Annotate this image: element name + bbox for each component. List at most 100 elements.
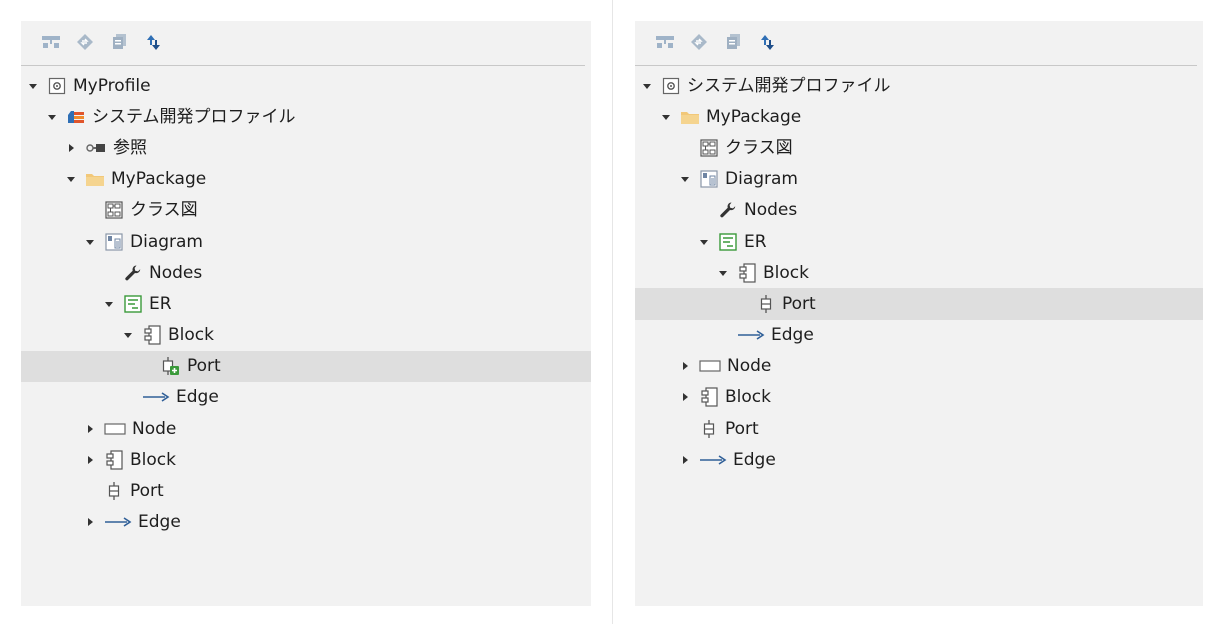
tree-item-nodes[interactable]: Nodes [21,257,591,288]
tree-item-class-diagram[interactable]: クラス図 [635,132,1203,163]
collapse-caret-icon[interactable] [679,360,691,372]
block-icon [104,450,124,470]
tree-item-label: MyProfile [73,75,151,96]
tree-item-label: クラス図 [130,200,198,221]
tree-item-label: Node [132,418,177,439]
tree-item-edge-2[interactable]: Edge [21,507,591,538]
diamond-icon[interactable] [687,30,711,54]
expand-caret-icon[interactable] [103,298,115,310]
block-icon [142,325,162,345]
tree-item-diagram[interactable]: Diagram [635,164,1203,195]
tree-item-port[interactable]: Port [635,288,1203,320]
tree-item-mypackage[interactable]: MyPackage [21,164,591,195]
collapse-caret-icon[interactable] [84,423,96,435]
tree-item-edge[interactable]: Edge [21,382,591,413]
tree-item-reference[interactable]: 参照 [21,132,591,163]
tree-item-node[interactable]: Node [21,413,591,444]
expand-caret-icon[interactable] [122,329,134,341]
expand-caret-icon[interactable] [65,173,77,185]
tree-item-port[interactable]: Port [21,350,591,382]
tree-item-port-2[interactable]: Port [21,475,591,506]
expand-caret-icon[interactable] [679,173,691,185]
tree-item-label: ER [149,293,172,314]
tree-indent-spacer [717,329,729,341]
sync-arrows-icon[interactable] [755,30,779,54]
class-diagram-icon [699,138,719,158]
tree-item-label: Edge [176,387,219,408]
port-icon [756,294,776,314]
stack-icon[interactable] [721,30,745,54]
sync-arrows-icon[interactable] [141,30,165,54]
tree-item-label: 参照 [113,137,147,158]
tree-item-myprofile[interactable]: MyProfile [21,70,591,101]
tree-item-block[interactable]: Block [635,257,1203,288]
tree-indent-spacer [698,204,710,216]
tree-item-label: Node [727,356,772,377]
collapse-caret-icon[interactable] [679,454,691,466]
tree-item-label: Port [725,418,759,439]
collapse-caret-icon[interactable] [65,142,77,154]
edge-arrow-icon [737,325,765,345]
hierarchy-icon[interactable] [39,30,63,54]
tree-indent-spacer [736,298,748,310]
collapse-caret-icon[interactable] [679,391,691,403]
stack-icon[interactable] [107,30,131,54]
expand-caret-icon[interactable] [660,111,672,123]
tree-indent-spacer [679,142,691,154]
port-icon [104,481,124,501]
block-icon [699,387,719,408]
expand-caret-icon[interactable] [46,111,58,123]
left-tree-panel: MyProfile システム開発プロファイル参照 MyPackage クラス図 Diag… [21,21,591,606]
tree-item-edge-2[interactable]: Edge [635,444,1203,475]
tree-item-label: Block [725,387,771,408]
expand-caret-icon[interactable] [641,80,653,92]
edge-arrow-icon [699,450,727,470]
tree-item-label: Block [168,325,214,346]
tree-indent-spacer [679,423,691,435]
expand-caret-icon[interactable] [698,236,710,248]
wrench-icon [718,200,738,220]
folder-icon [680,107,700,127]
diamond-icon[interactable] [73,30,97,54]
expand-caret-icon[interactable] [27,80,39,92]
port-icon [699,419,719,439]
tree-item-er[interactable]: ER [635,226,1203,257]
tree-item-label: Edge [733,449,776,470]
tree-item-diagram[interactable]: Diagram [21,226,591,257]
tree-indent-spacer [141,360,153,372]
tree-item-port-2[interactable]: Port [635,413,1203,444]
tree-item-label: Nodes [744,200,798,221]
tree-indent-spacer [122,391,134,403]
expand-caret-icon[interactable] [717,267,729,279]
edge-arrow-icon [104,512,132,532]
profile-icon [661,76,681,96]
tree-item-label: クラス図 [725,137,793,158]
tree-item-nodes[interactable]: Nodes [635,195,1203,226]
hierarchy-icon[interactable] [653,30,677,54]
block-icon [737,263,757,283]
tree-item-mypackage[interactable]: MyPackage [635,101,1203,132]
expand-caret-icon[interactable] [84,236,96,248]
tree-item-label: MyPackage [706,106,802,127]
collapse-caret-icon[interactable] [84,516,96,528]
tree-indent-spacer [103,267,115,279]
tree-item-label: システム開発プロファイル [92,106,296,127]
tree-item-label: Port [782,293,816,314]
tree-item-er[interactable]: ER [21,288,591,319]
tree-item-edge[interactable]: Edge [635,320,1203,351]
tree-item-system-dev-profile[interactable]: システム開発プロファイル [21,101,591,132]
er-icon [718,232,738,252]
tree-item-class-diagram[interactable]: クラス図 [21,195,591,226]
tree-item-block-2[interactable]: Block [21,444,591,475]
tree-item-block[interactable]: Block [21,320,591,351]
collapse-caret-icon[interactable] [84,454,96,466]
tree-item-system-dev-profile[interactable]: システム開発プロファイル [635,70,1203,101]
tree-item-block-2[interactable]: Block [635,382,1203,413]
toolbar [653,29,779,55]
tree-item-label: Edge [138,512,181,533]
tree-item-node[interactable]: Node [635,351,1203,382]
profile-package-icon [66,107,86,127]
profile-icon [47,76,67,96]
class-diagram-icon [104,200,124,220]
